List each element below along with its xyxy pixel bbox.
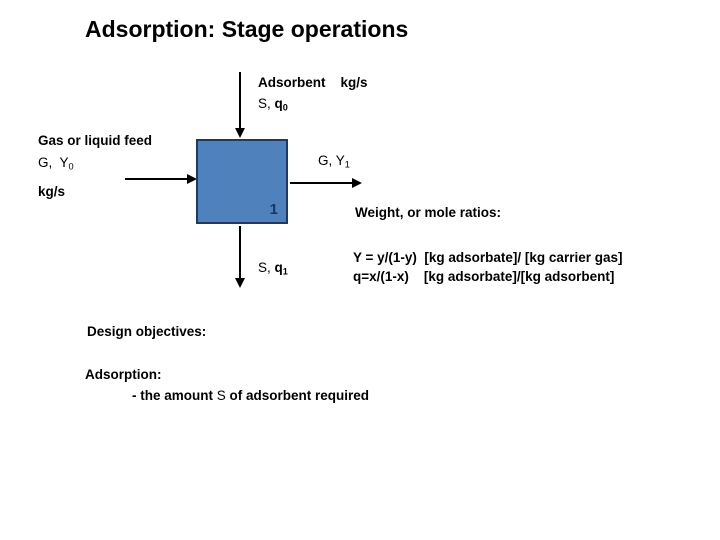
- adsorbent-in-s-label: S,: [258, 96, 275, 111]
- adsorption-objective: - the amount S of adsorbent required: [132, 388, 369, 404]
- stage-box: 1: [196, 139, 288, 224]
- slide-title: Adsorption: Stage operations: [85, 16, 409, 42]
- adsorbent-in-arrowhead-icon: [235, 128, 245, 138]
- adsorbent-out-arrow-line: [239, 226, 241, 279]
- adsorbent-in-label: Adsorbent kg/s: [258, 75, 368, 90]
- gas-out-arrow-line: [290, 182, 353, 184]
- gas-out-gy-subscript: 1: [344, 159, 350, 170]
- ratios-heading: Weight, or mole ratios:: [355, 205, 502, 220]
- adsorbent-out-stream-label: S, q1: [258, 260, 288, 276]
- gas-out-arrowhead-icon: [352, 178, 362, 188]
- adsorbent-out-q-symbol: q: [274, 260, 283, 275]
- feed-units-label: kg/s: [38, 184, 66, 199]
- feed-gy-symbol: G, Y: [38, 155, 69, 170]
- gas-out-gy-symbol: G, Y: [318, 153, 345, 168]
- feed-gy-subscript: 0: [68, 161, 74, 172]
- feed-arrow-line: [125, 178, 188, 180]
- stage-number: 1: [269, 201, 278, 218]
- adsorbent-in-stream-label: S, q0: [258, 96, 288, 112]
- objective-s-symbol: S: [216, 388, 226, 403]
- adsorbent-out-s-label: S,: [258, 260, 275, 275]
- adsorbent-out-q-subscript: 1: [282, 266, 288, 277]
- objective-text-post: of adsorbent required: [225, 388, 370, 403]
- objective-text-pre: - the amount: [132, 388, 217, 403]
- ratio-equation-y: Y = y/(1-y) [kg adsorbate]/ [kg carrier …: [353, 250, 623, 265]
- design-objectives-heading: Design objectives:: [87, 324, 207, 339]
- feed-label: Gas or liquid feed: [38, 133, 153, 148]
- gas-out-stream-label: G, Y1: [318, 153, 350, 169]
- feed-stream-label: G, Y0: [38, 155, 74, 171]
- adsorbent-out-arrowhead-icon: [235, 278, 245, 288]
- adsorption-heading: Adsorption:: [85, 367, 162, 382]
- adsorbent-in-arrow-line: [239, 72, 241, 129]
- feed-arrowhead-icon: [187, 174, 197, 184]
- ratio-equations: Y = y/(1-y) [kg adsorbate]/ [kg carrier …: [353, 248, 622, 286]
- adsorbent-in-q-subscript: 0: [282, 102, 288, 113]
- ratio-equation-q: q=x/(1-x) [kg adsorbate]/[kg adsorbent]: [353, 269, 615, 284]
- adsorbent-in-q-symbol: q: [274, 96, 283, 111]
